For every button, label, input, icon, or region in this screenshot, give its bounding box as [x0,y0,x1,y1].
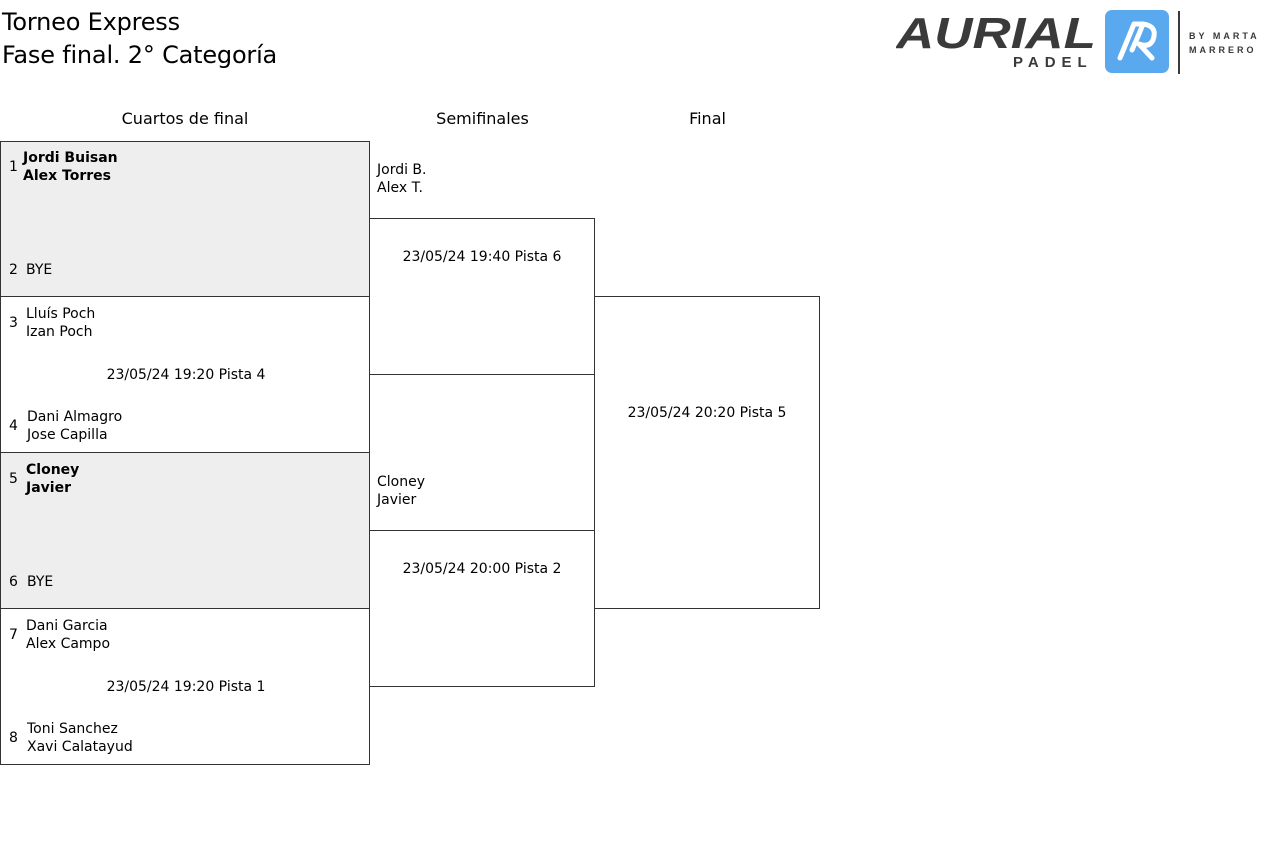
player-name: BYE [27,574,54,590]
seed-number: 1 [9,159,18,175]
team-bottom: Dani Almagro Jose Capilla [27,408,122,444]
tournament-subtitle: Fase final. 2° Categoría [2,41,278,69]
match-card-sf1[interactable]: 23/05/24 19:40 Pista 6 [369,218,595,375]
match-card-qf1[interactable]: 1 Jordi Buisan Alex Torres 2 BYE [0,141,370,297]
match-schedule: 23/05/24 20:00 Pista 2 [402,561,562,577]
player-name: Jordi Buisan [23,150,118,166]
match-schedule: 23/05/24 19:20 Pista 4 [106,367,266,383]
player-name: Javier [377,492,417,508]
match-card-sf2[interactable]: 23/05/24 20:00 Pista 2 [369,530,595,687]
player-name: Javier [26,480,71,496]
player-name: Cloney [26,462,80,478]
seed-number: 6 [9,574,18,590]
team-bottom: Toni Sanchez Xavi Calatayud [27,720,133,756]
match-card-qf3[interactable]: 5 Cloney Javier 6 BYE [0,452,370,609]
seed-number: 2 [9,262,18,278]
match-card-qf2[interactable]: 3 Lluís Poch Izan Poch 23/05/24 19:20 Pi… [0,296,370,453]
logo-sub-text: PADEL [1013,54,1093,71]
logo-brand-text: AURIAL [896,9,1096,58]
player-name: Alex Campo [26,636,111,652]
logo-by-line1: BY MARTA [1189,31,1260,41]
match-schedule: 23/05/24 20:20 Pista 5 [627,405,787,421]
player-name: Cloney [377,474,426,490]
player-name: Xavi Calatayud [27,739,133,755]
team-top: Lluís Poch Izan Poch [26,305,95,341]
player-name: Izan Poch [26,324,93,340]
team-top: Cloney Javier [26,461,79,497]
player-name: Jordi B. [377,162,427,178]
semifinal-2-top-team: Cloney Javier [377,473,425,509]
logo-by-line2: MARRERO [1189,45,1257,55]
team-bottom: BYE [26,261,52,279]
match-schedule: 23/05/24 19:20 Pista 1 [106,679,266,695]
player-name: Alex T. [377,180,423,196]
player-name: Alex Torres [23,168,111,184]
aurial-padel-logo: AURIAL PADEL BY MARTA MARRERO [895,8,1272,76]
column-header-quarterfinals: Cuartos de final [121,109,249,128]
match-card-final[interactable]: 23/05/24 20:20 Pista 5 [594,296,820,609]
player-name: Dani Garcia [26,618,108,634]
tournament-title: Torneo Express [2,8,180,36]
seed-number: 7 [9,627,18,643]
match-schedule: 23/05/24 19:40 Pista 6 [402,249,562,265]
team-bottom: BYE [27,573,53,591]
player-name: Jose Capilla [27,427,108,443]
seed-number: 5 [9,471,18,487]
seed-number: 8 [9,730,18,746]
player-name: Dani Almagro [27,409,123,425]
player-name: Toni Sanchez [27,721,118,737]
player-name: BYE [26,262,53,278]
team-top: Jordi Buisan Alex Torres [23,149,118,185]
team-top: Dani Garcia Alex Campo [26,617,110,653]
column-header-semifinals: Semifinales [436,109,529,128]
column-header-final: Final [689,109,726,128]
seed-number: 3 [9,315,18,331]
match-card-qf4[interactable]: 7 Dani Garcia Alex Campo 23/05/24 19:20 … [0,608,370,765]
seed-number: 4 [9,418,18,434]
player-name: Lluís Poch [26,306,96,322]
semifinal-1-top-team: Jordi B. Alex T. [377,161,427,197]
